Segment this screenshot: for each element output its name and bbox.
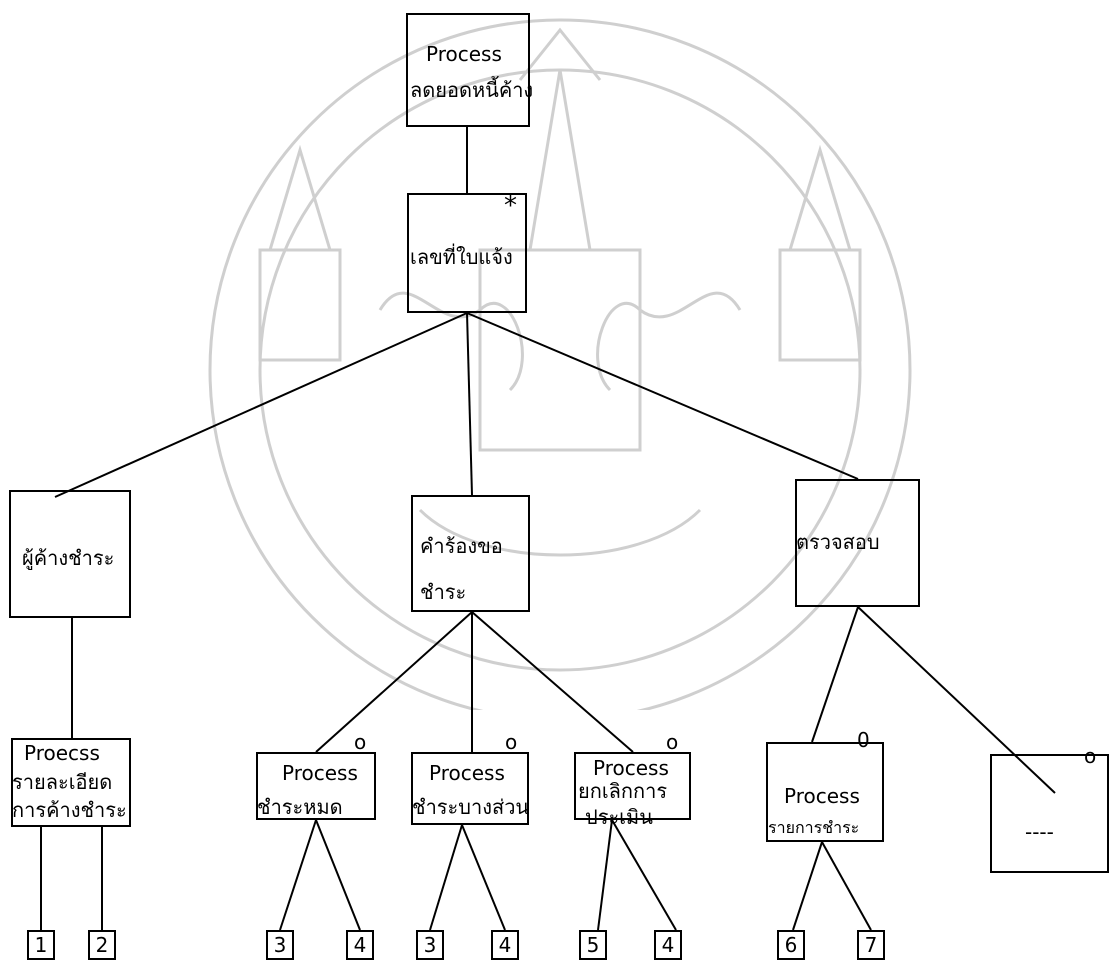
leaf-1: 1 [27, 930, 55, 960]
edge-l3c-leaf3 [429, 824, 463, 931]
level3-b-marker: o [354, 730, 367, 754]
level2-middle-box [411, 495, 530, 612]
level3-d-line1: Process [593, 756, 669, 780]
level3-box-e [766, 742, 884, 842]
edge-level1-right [466, 312, 859, 480]
leaf-3: 3 [266, 930, 294, 960]
level3-box-a [11, 738, 131, 827]
leaf-4c: 4 [654, 930, 682, 960]
level3-box-d [574, 752, 691, 820]
leaf-4b: 4 [491, 930, 519, 960]
level3-box-c [411, 752, 529, 825]
edge-level1-left [54, 312, 468, 498]
level3-c-line2: ชำระบางส่วน [412, 795, 530, 819]
edge-l3d-leaf4 [611, 819, 677, 931]
edge-l3b-leaf4 [315, 819, 361, 931]
level2-middle-line2: ชำระ [420, 580, 467, 604]
level1-box [407, 193, 527, 313]
level3-c-marker: o [505, 730, 518, 754]
leaf-2: 2 [88, 930, 116, 960]
edge-middle-l3d [471, 611, 634, 753]
level2-right-label: ตรวจสอบ [796, 530, 880, 554]
edge-l3b-leaf3 [279, 819, 317, 931]
level2-right-box [795, 479, 920, 607]
level3-c-line1: Process [429, 761, 505, 785]
root-line2: ลดยอดหนี้ค้าง [410, 78, 534, 102]
edge-right-l3f [857, 606, 1056, 794]
edge-l3e-leaf6 [792, 841, 823, 931]
level2-left-label: ผู้ค้างชำระ [22, 546, 115, 570]
level3-e-line1: Process [784, 784, 860, 808]
level3-e-line2: รายการชำระ [768, 818, 860, 837]
edge-right-l3e [811, 606, 859, 743]
level2-left-box [9, 490, 131, 618]
edge-middle-l3b [315, 611, 473, 753]
level3-a-line3: การค้างชำระ [12, 798, 127, 822]
edge-l3e-leaf7 [821, 841, 872, 931]
edge-l3d-leaf5 [597, 819, 613, 931]
level3-b-line2: ชำระหมด [257, 795, 343, 819]
root-line1: Process [426, 42, 502, 66]
level3-box-b [256, 752, 376, 820]
root-process-box [406, 13, 530, 127]
level3-f-line1: ---- [1025, 820, 1054, 844]
level3-e-marker: 0 [857, 728, 870, 752]
seal-watermark [208, 18, 912, 710]
level1-label: เลขที่ใบแจ้ง [410, 245, 513, 269]
level2-middle-line1: คำร้องขอ [420, 534, 503, 558]
level3-box-f [990, 754, 1109, 873]
level3-d-line3: ประเมิน [585, 805, 653, 829]
level3-d-line2: ยกเลิกการ [578, 779, 668, 803]
leaf-5: 5 [579, 930, 607, 960]
level3-a-line1: Proecss [24, 741, 100, 765]
level3-f-marker: o [1084, 744, 1097, 768]
leaf-4: 4 [346, 930, 374, 960]
edge-l3c-leaf4 [461, 824, 506, 931]
leaf-7: 7 [857, 930, 885, 960]
level3-a-line2: รายละเอียด [12, 770, 113, 794]
level1-marker: * [504, 191, 517, 221]
edge-level1-middle [466, 312, 473, 496]
leaf-3b: 3 [416, 930, 444, 960]
leaf-6: 6 [777, 930, 805, 960]
level3-b-line1: Process [282, 761, 358, 785]
level3-d-marker: o [666, 730, 679, 754]
